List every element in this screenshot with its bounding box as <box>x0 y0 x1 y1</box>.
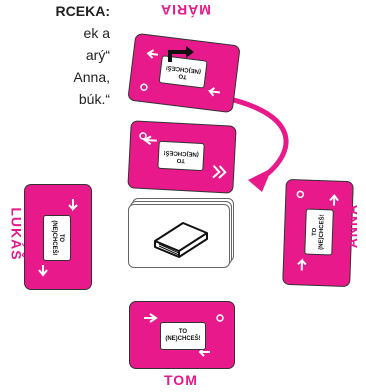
card-text-line2: (NE)CHCEŠ! <box>165 336 200 343</box>
book-icon <box>129 205 229 267</box>
card-text-line1: TO <box>177 156 186 163</box>
card-text-line2: (NE)CHCEŠ! <box>163 148 199 157</box>
card-text-line1: TO <box>178 71 187 79</box>
player-label-right: ANNA <box>344 204 360 248</box>
card-panel: TO (NE)CHCEŠ! <box>157 141 204 171</box>
card-deck <box>128 198 232 268</box>
card-text-line2: (NE)CHCEŠ! <box>318 214 326 250</box>
card-right: TO (NE)CHCEŠ! <box>283 180 353 286</box>
card-panel: TO (NE)CHCEŠ! <box>43 215 71 261</box>
player-label-left: LUKÁŠ <box>9 207 25 260</box>
player-label-top: MÁRIA <box>160 2 211 18</box>
card-text-line1: TO <box>57 234 64 242</box>
card-panel: TO (NE)CHCEŠ! <box>304 209 334 256</box>
player-label-bottom: TOM <box>164 372 198 388</box>
card-text-line1: TO <box>179 329 187 336</box>
turn-arrow-icon <box>166 44 196 66</box>
card-left: TO (NE)CHCEŠ! <box>25 185 91 289</box>
card-bottom: TO (NE)CHCEŠ! <box>130 302 234 368</box>
card-text-line2: (NE)CHCEŠ! <box>50 220 57 255</box>
card-middle: TO (NE)CHCEŠ! <box>128 121 235 192</box>
card-panel: TO (NE)CHCEŠ! <box>160 322 206 350</box>
